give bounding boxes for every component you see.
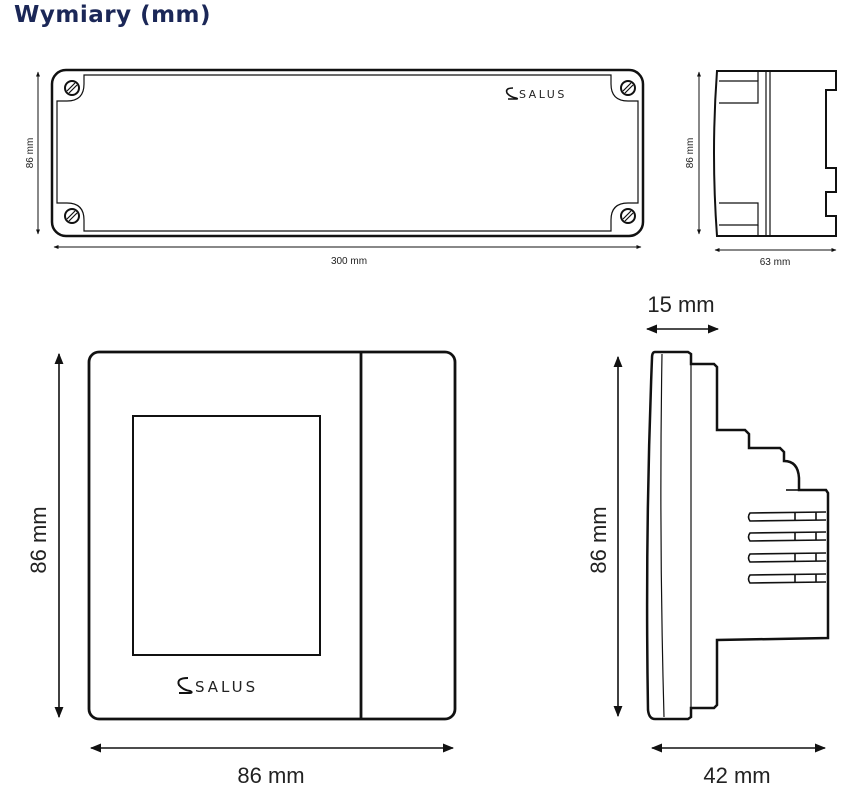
thermostat-width-label: 86 mm [237,763,304,788]
salus-logo: SALUS [505,87,567,101]
screw-icon [64,80,80,96]
screw-icon [64,208,80,224]
thermostat-depth-label: 42 mm [703,763,770,788]
svg-text:SALUS: SALUS [195,678,258,696]
thermostat-side-height-label: 86 mm [586,506,611,573]
controller-side-height-label: 86 mm [685,138,696,169]
screw-icon [620,208,636,224]
page-title: Wymiary (mm) [14,2,212,28]
front-depth-label: 15 mm [647,292,714,317]
salus-logo: SALUS [177,677,258,696]
controller-height-label: 86 mm [25,138,36,169]
thermostat-side-view: 86 mm 15 mm 42 mm [586,292,830,788]
controller-side-view: 86 mm 63 mm [685,70,837,268]
screw-icon [620,80,636,96]
terminal-fins [747,511,827,584]
controller-width-label: 300 mm [331,256,367,267]
controller-front-view: SALUS 86 mm 300 mm [25,68,645,267]
thermostat-front-view: SALUS 86 mm 86 mm [26,350,457,788]
controller-depth-label: 63 mm [760,257,791,268]
thermostat-height-label: 86 mm [26,506,51,573]
svg-text:SALUS: SALUS [519,88,567,101]
